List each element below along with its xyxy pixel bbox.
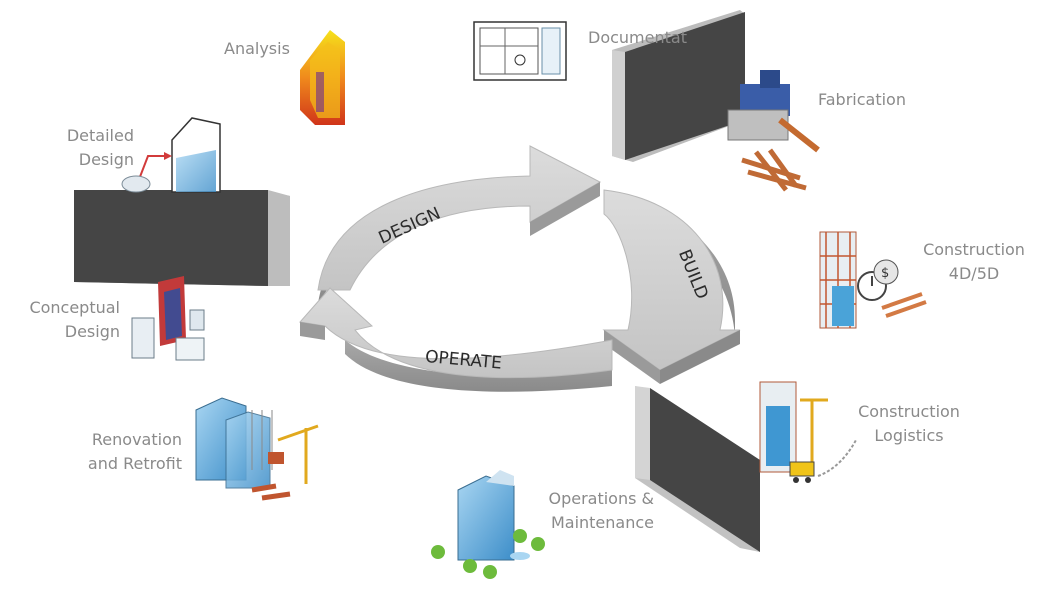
conceptual-line2: Design <box>64 322 120 341</box>
construction-logistics-line1: Construction <box>858 402 960 421</box>
operations-line1: Operations & <box>548 489 654 508</box>
operations-line2: Maintenance <box>550 513 654 532</box>
detailed-line2: Design <box>78 150 134 169</box>
construction-logistics-line2: Logistics <box>874 426 944 445</box>
analysis-label: Analysis <box>224 39 290 58</box>
construction-4d5d-label: Construction 4D/5D <box>918 238 1030 286</box>
construction-logistics-label: Construction Logistics <box>850 400 968 448</box>
operations-maintenance-label: Operations & Maintenance <box>530 487 654 535</box>
panel-bottom-right <box>635 386 760 552</box>
renovation-line2: and Retrofit <box>87 454 182 473</box>
fabrication-label: Fabrication <box>818 90 906 109</box>
renovation-retrofit-icon <box>195 397 319 501</box>
renovation-retrofit-label: Renovation and Retrofit <box>62 428 182 476</box>
svg-text:$: $ <box>881 266 889 281</box>
detailed-design-label: Detailed Design <box>30 124 134 172</box>
panel-top-right <box>612 10 745 162</box>
conceptual-line1: Conceptual <box>29 298 120 317</box>
construction-4d5d-line2: 4D/5D <box>948 264 1000 283</box>
conceptual-design-label: Conceptual Design <box>10 296 120 344</box>
design-arrow: DESIGN <box>317 145 602 304</box>
panel-left <box>74 190 290 286</box>
analysis-heatmap-icon <box>300 30 345 125</box>
construction-logistics-icon <box>759 381 857 483</box>
detailed-design-building-icon <box>121 117 221 193</box>
documentation-label: Documentation <box>588 28 688 47</box>
renovation-line1: Renovation <box>91 430 182 449</box>
build-arrow: BUILD <box>602 189 741 384</box>
operations-maintenance-icon <box>431 470 545 579</box>
construction-4d5d-icon: $ <box>819 231 927 329</box>
detailed-line1: Detailed <box>66 126 134 145</box>
conceptual-design-model-icon <box>131 276 205 361</box>
construction-4d5d-line1: Construction <box>923 240 1025 259</box>
operate-arrow: OPERATE <box>299 287 613 392</box>
fabrication-machine-icon <box>727 70 820 192</box>
documentation-drawing-icon <box>473 21 567 81</box>
